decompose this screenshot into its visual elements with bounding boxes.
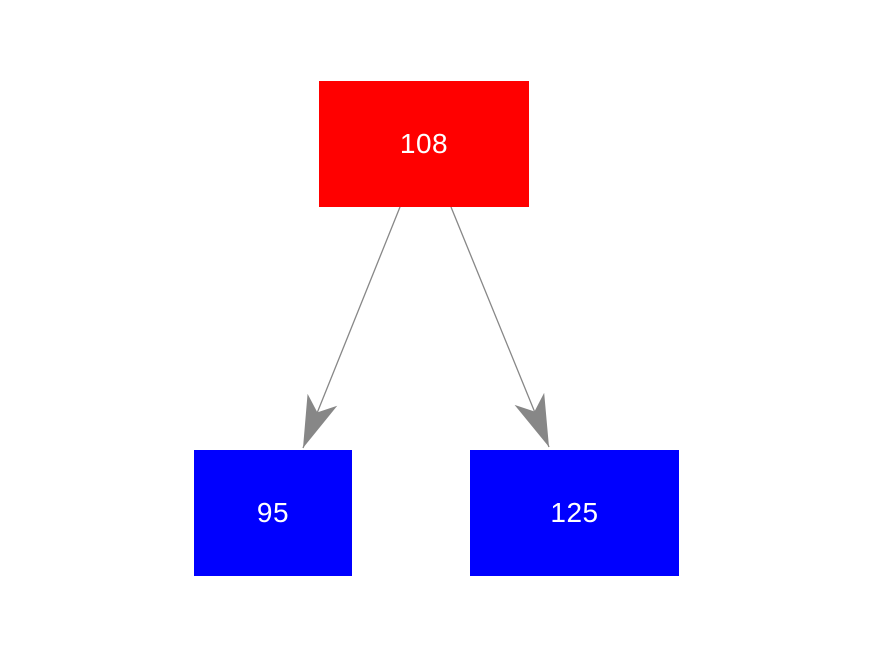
tree-node-right-child[interactable]: 125 — [470, 450, 679, 576]
tree-node-right-child-label: 125 — [550, 497, 599, 528]
tree-node-left-child-label: 95 — [256, 497, 290, 528]
tree-node-left-child[interactable]: 95 — [194, 450, 352, 576]
tree-node-root-label: 108 — [399, 128, 449, 159]
edge-root-to-125 — [450, 206, 550, 448]
edge-root-to-95 — [302, 206, 401, 449]
tree-node-root[interactable]: 108 — [319, 81, 529, 207]
